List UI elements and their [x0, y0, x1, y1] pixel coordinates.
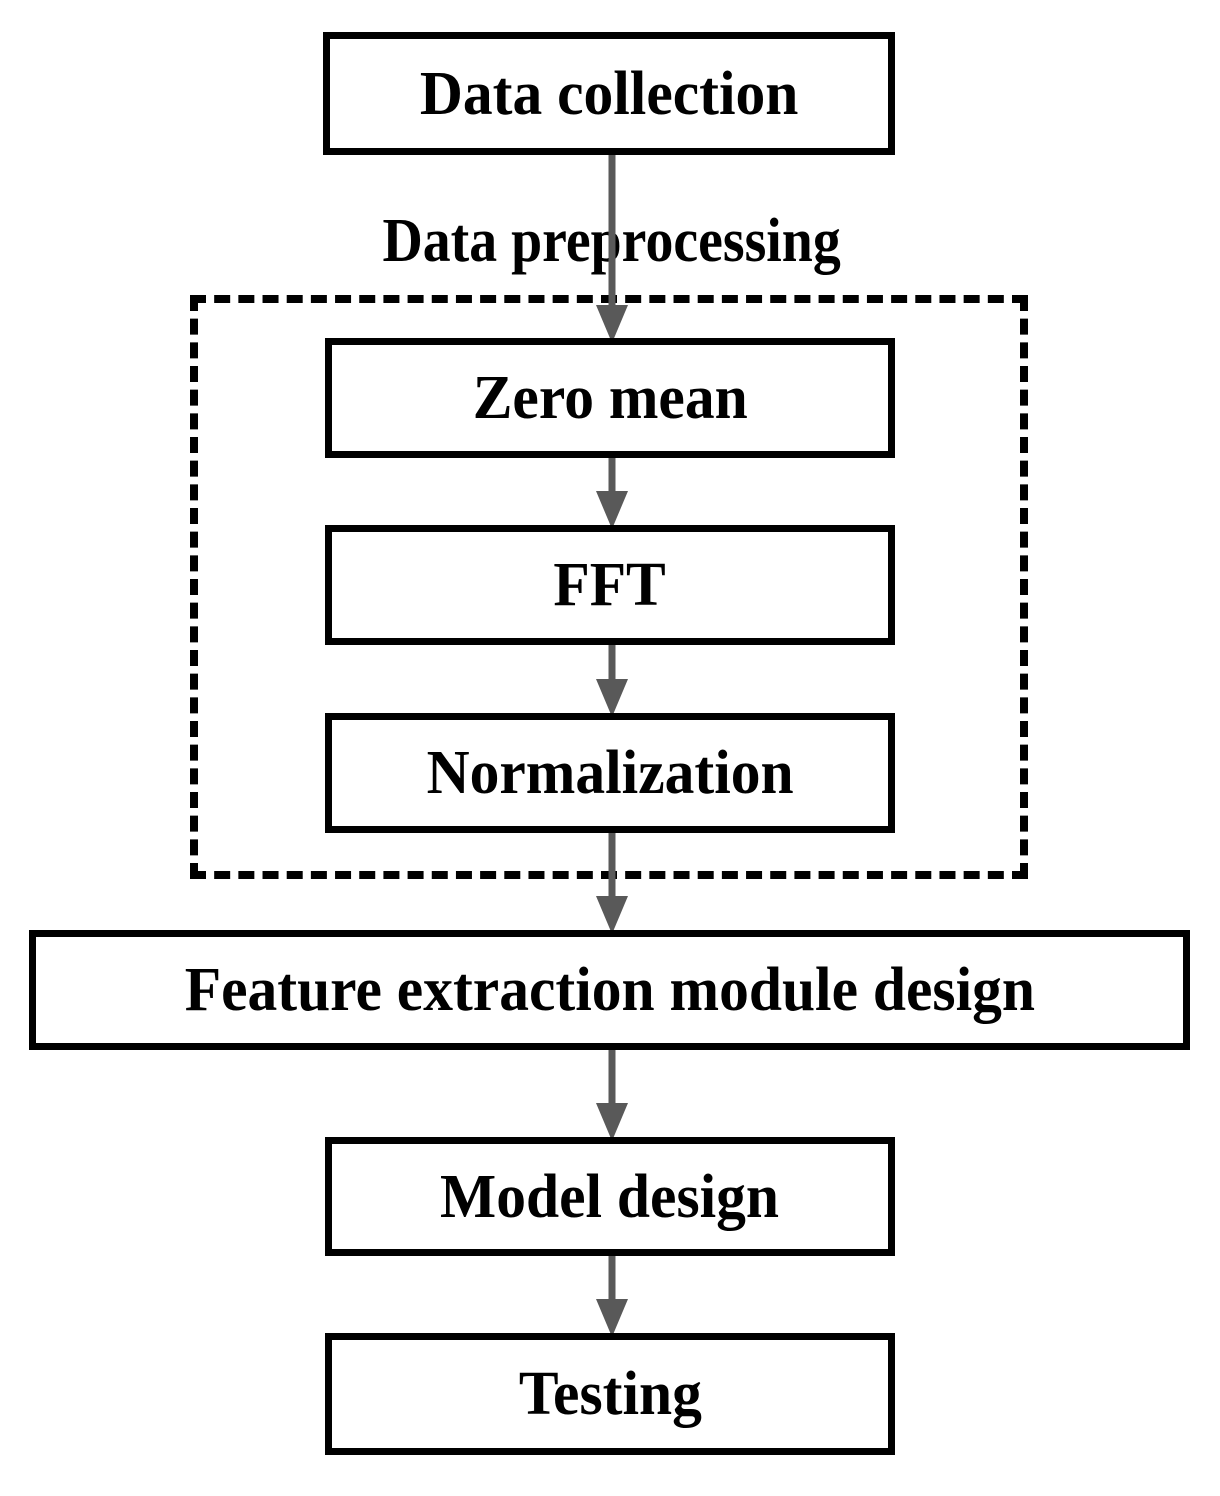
node-normalization-label: Normalization	[426, 739, 794, 807]
node-normalization[interactable]: Normalization	[325, 713, 895, 833]
node-fft[interactable]: FFT	[325, 525, 895, 645]
arrow-zero-mean-to-fft	[596, 453, 628, 529]
node-model-design[interactable]: Model design	[325, 1137, 895, 1256]
node-testing[interactable]: Testing	[325, 1333, 895, 1455]
arrow-fft-to-normalization	[596, 640, 628, 717]
node-fft-label: FFT	[553, 551, 667, 619]
node-testing-label: Testing	[518, 1360, 702, 1428]
arrow-data-collection-to-zero-mean	[596, 150, 628, 343]
arrow-feature-extraction-to-model-design	[596, 1045, 628, 1141]
node-feature-extraction-label: Feature extraction module design	[184, 956, 1035, 1024]
node-data-collection[interactable]: Data collection	[323, 32, 895, 155]
node-model-design-label: Model design	[440, 1162, 780, 1231]
node-data-collection-label: Data collection	[419, 59, 799, 128]
node-zero-mean-label: Zero mean	[472, 364, 748, 432]
arrow-model-design-to-testing	[596, 1251, 628, 1337]
node-feature-extraction-module-design[interactable]: Feature extraction module design	[29, 930, 1190, 1050]
node-zero-mean[interactable]: Zero mean	[325, 338, 895, 458]
arrow-normalization-to-feature-extraction	[596, 828, 628, 934]
